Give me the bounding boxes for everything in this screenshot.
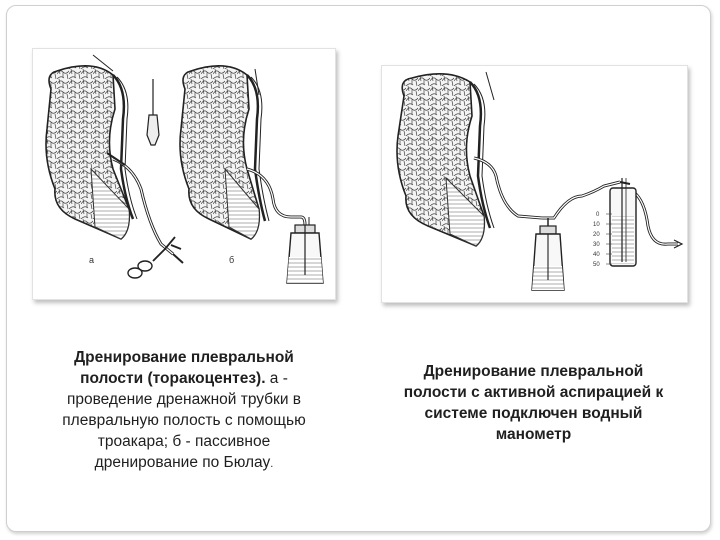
panel-label-a: а [89,255,94,265]
caption-active-aspiration: Дренирование плевральной полости с актив… [366,361,701,445]
panel-label-b: б [229,255,234,265]
figure-thoracocentesis: а б [32,48,336,300]
water-manometer: 0 10 20 30 40 50 [593,178,637,268]
trocar [146,79,160,146]
caption-left-line2-rest: а - [265,370,288,387]
caption-right-line3: системе подключен водный [424,405,643,422]
caption-right-line1: Дренирование плевральной [423,363,644,380]
bulau-jar [286,217,324,284]
collection-jar [531,225,565,291]
scale-tick-50: 50 [593,262,600,268]
caption-left-line2-bold: полости (торакоцентез). [80,370,266,387]
caption-left-line6: дренирование по Бюлау. [14,452,354,475]
caption-left-line1: Дренирование плевральной [74,349,294,366]
lung-panel-right [396,71,495,247]
scale-tick-40: 40 [593,252,600,258]
aspiration-tubing [473,156,684,249]
scale-tick-30: 30 [593,242,600,248]
caption-left-line3: проведение дренажной трубки в [66,391,302,408]
manometer-scale: 0 10 20 30 40 50 [593,212,600,268]
scale-tick-0: 0 [596,212,600,218]
caption-left-line5: троакара; б - пассивное [97,433,271,450]
scale-tick-10: 10 [593,222,600,228]
caption-left-line6-end: . [270,458,274,470]
drain-tube-a [106,152,184,279]
lung-panel-b [179,65,270,240]
scale-tick-20: 20 [593,232,600,238]
caption-left-line4: плевральную полость с помощью [62,412,306,429]
caption-right-line4: манометр [495,426,572,443]
thoracocentesis-illustration: а б [45,54,324,284]
active-aspiration-illustration: 0 10 20 30 40 50 [396,71,684,291]
caption-left-line6-text: дренирование по Бюлау [94,454,271,471]
drain-tube-b [246,167,307,226]
lung-panel-a [45,54,138,240]
caption-left-line2: полости (торакоцентез). а - [14,368,354,389]
caption-thoracocentesis: Дренирование плевральной полости (торако… [14,347,354,475]
caption-right-line2: полости с активной аспирацией к [403,384,664,401]
figure-active-aspiration: 0 10 20 30 40 50 [381,65,688,303]
